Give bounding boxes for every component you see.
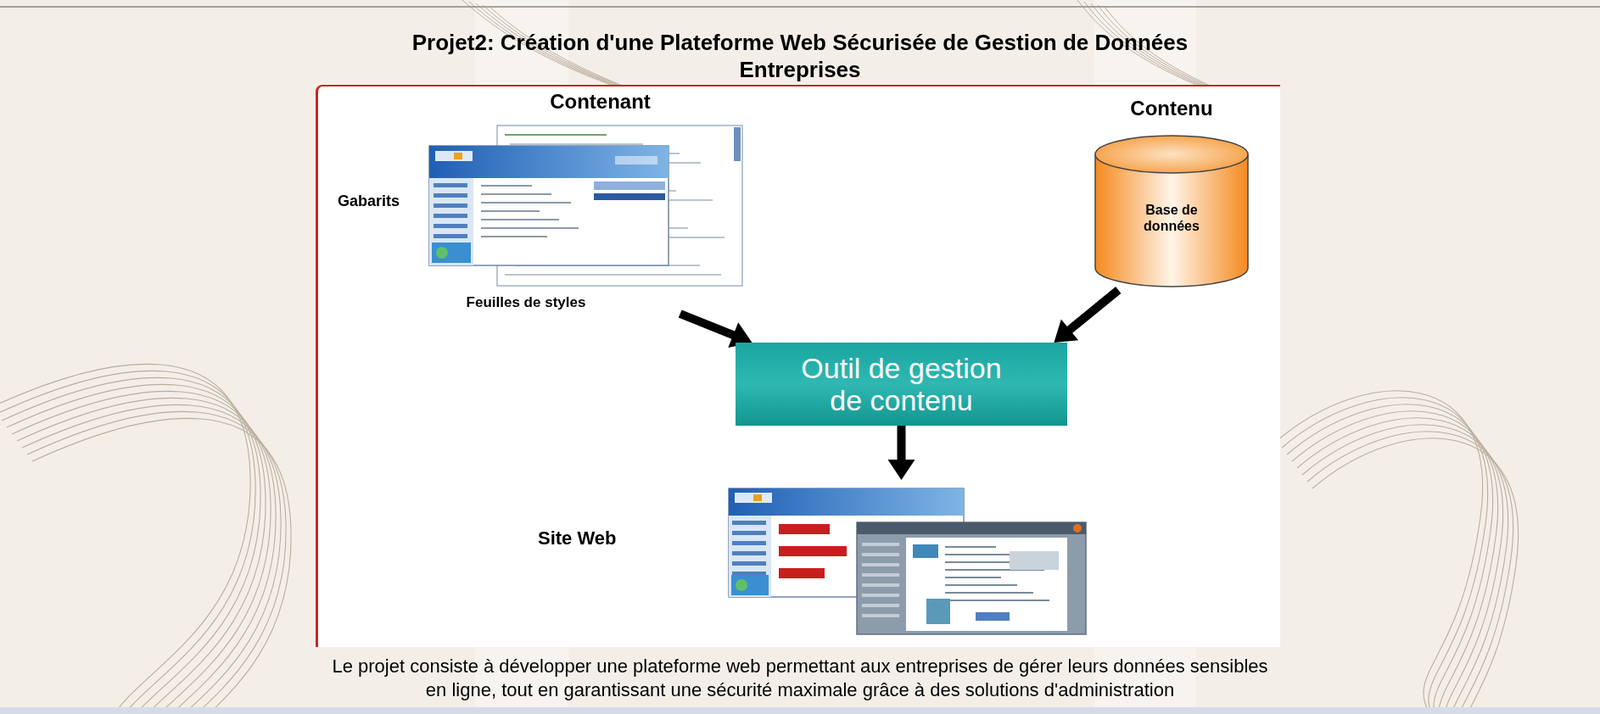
database-cylinder: ContenuBase de données [1088, 93, 1255, 291]
group-heading: Contenant [521, 89, 679, 114]
flow-arrow [888, 425, 916, 481]
website-screenshot [534, 480, 1095, 638]
page-title: Projet2: Création d'une Plateforme Web S… [375, 28, 1225, 84]
node-label: Base de données [1129, 201, 1214, 235]
website-group: Site Web [534, 480, 1095, 638]
node-label: Outil de gestion de contenu [784, 352, 1019, 417]
flow-arrow [1053, 286, 1121, 343]
node-heading: Contenu [1088, 96, 1255, 121]
caption-text: Le projet consiste à développer une plat… [324, 654, 1276, 703]
part-label: Feuilles de styles [428, 293, 624, 312]
cms-box: Outil de gestion de contenu [735, 342, 1068, 426]
container-group: ContenantGabaritsFeuilles de styles [335, 89, 751, 314]
part-label: Gabarits [337, 191, 426, 211]
database-shape [1088, 93, 1255, 291]
group-heading: Site Web [537, 527, 708, 550]
